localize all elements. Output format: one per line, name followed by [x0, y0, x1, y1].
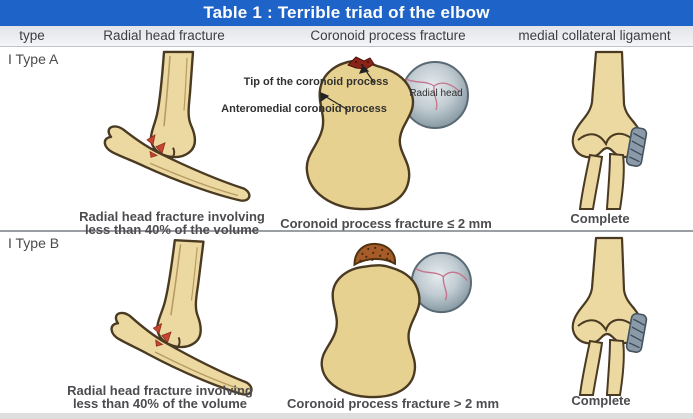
annotation-arrows	[320, 64, 376, 111]
caption-ligament-a: Complete	[570, 211, 630, 226]
ulna-forearm-bone	[103, 125, 251, 202]
caption-line-1: Radial head fracture involving	[67, 383, 253, 398]
crack-lines	[415, 268, 468, 301]
ulna-bone	[578, 339, 604, 396]
coronoid-process	[305, 59, 415, 211]
radial-head-fracture-illustration-a	[103, 50, 251, 202]
crack-lines	[405, 78, 461, 111]
humerus-bone	[156, 239, 205, 349]
ulna-bone	[578, 153, 604, 210]
bottom-edge-strip	[0, 413, 693, 419]
caption-radial-head-b: Radial head fracture involving less than…	[46, 384, 274, 410]
column-header-coronoid-process-fracture: Coronoid process fracture	[310, 28, 466, 43]
radial-head-sphere	[410, 251, 472, 314]
fragment-stipple	[359, 246, 392, 262]
radial-head-sphere-label: Radial head	[409, 88, 463, 99]
coronoid-process	[320, 264, 421, 399]
ligament-band	[625, 312, 648, 353]
caption-ligament-b: Complete	[571, 393, 631, 408]
radius-bone	[605, 338, 625, 396]
tip-annotation: Tip of the coronoid process	[243, 76, 389, 88]
caption-radial-head-a: Radial head fracture involving less than…	[58, 210, 286, 236]
type-b-label: I Type B	[8, 235, 60, 251]
coronoid-fracture-illustration-a	[305, 56, 469, 211]
coronoid-fracture-illustration-b	[320, 242, 472, 399]
ligament-band	[625, 126, 648, 167]
fracture-fragments	[152, 322, 172, 347]
caption-line-1: Radial head fracture involving	[79, 209, 265, 224]
medial-collateral-ligament-illustration-a	[571, 50, 648, 210]
column-header-medial-collateral-ligament: medial collateral ligament	[518, 28, 671, 43]
arrowhead-tip	[358, 64, 370, 74]
column-header-radial-head-fracture: Radial head fracture	[103, 28, 225, 43]
column-header-type: type	[19, 28, 45, 43]
radial-head-fracture-illustration-b	[110, 239, 253, 396]
radius-bone	[605, 152, 625, 210]
caption-line-2: less than 40% of the volume	[84, 222, 260, 237]
fracture-fragments	[146, 134, 166, 158]
medial-collateral-ligament-illustration-b	[571, 236, 648, 396]
type-a-label: I Type A	[8, 51, 59, 67]
tip-fracture-patch	[347, 56, 375, 70]
row-type-a: I Type A	[0, 46, 693, 236]
ulna-forearm-bone	[110, 311, 253, 396]
row-divider	[0, 230, 693, 232]
row-type-b: I Type B	[0, 233, 693, 414]
caption-coronoid-b: Coronoid process fracture > 2 mm	[286, 396, 500, 411]
column-header-row: type Radial head fracture Coronoid proce…	[0, 26, 693, 47]
humerus-bone	[149, 50, 197, 159]
caption-coronoid-a: Coronoid process fracture ≤ 2 mm	[280, 216, 492, 231]
arrowhead-anteromedial	[320, 92, 330, 103]
table-title: Table 1 : Terrible triad of the elbow	[0, 0, 693, 26]
anteromedial-annotation: Anteromedial coronoid process	[221, 103, 387, 115]
displaced-fragment	[353, 242, 396, 267]
caption-line-2: less than 40% of the volume	[72, 396, 248, 411]
